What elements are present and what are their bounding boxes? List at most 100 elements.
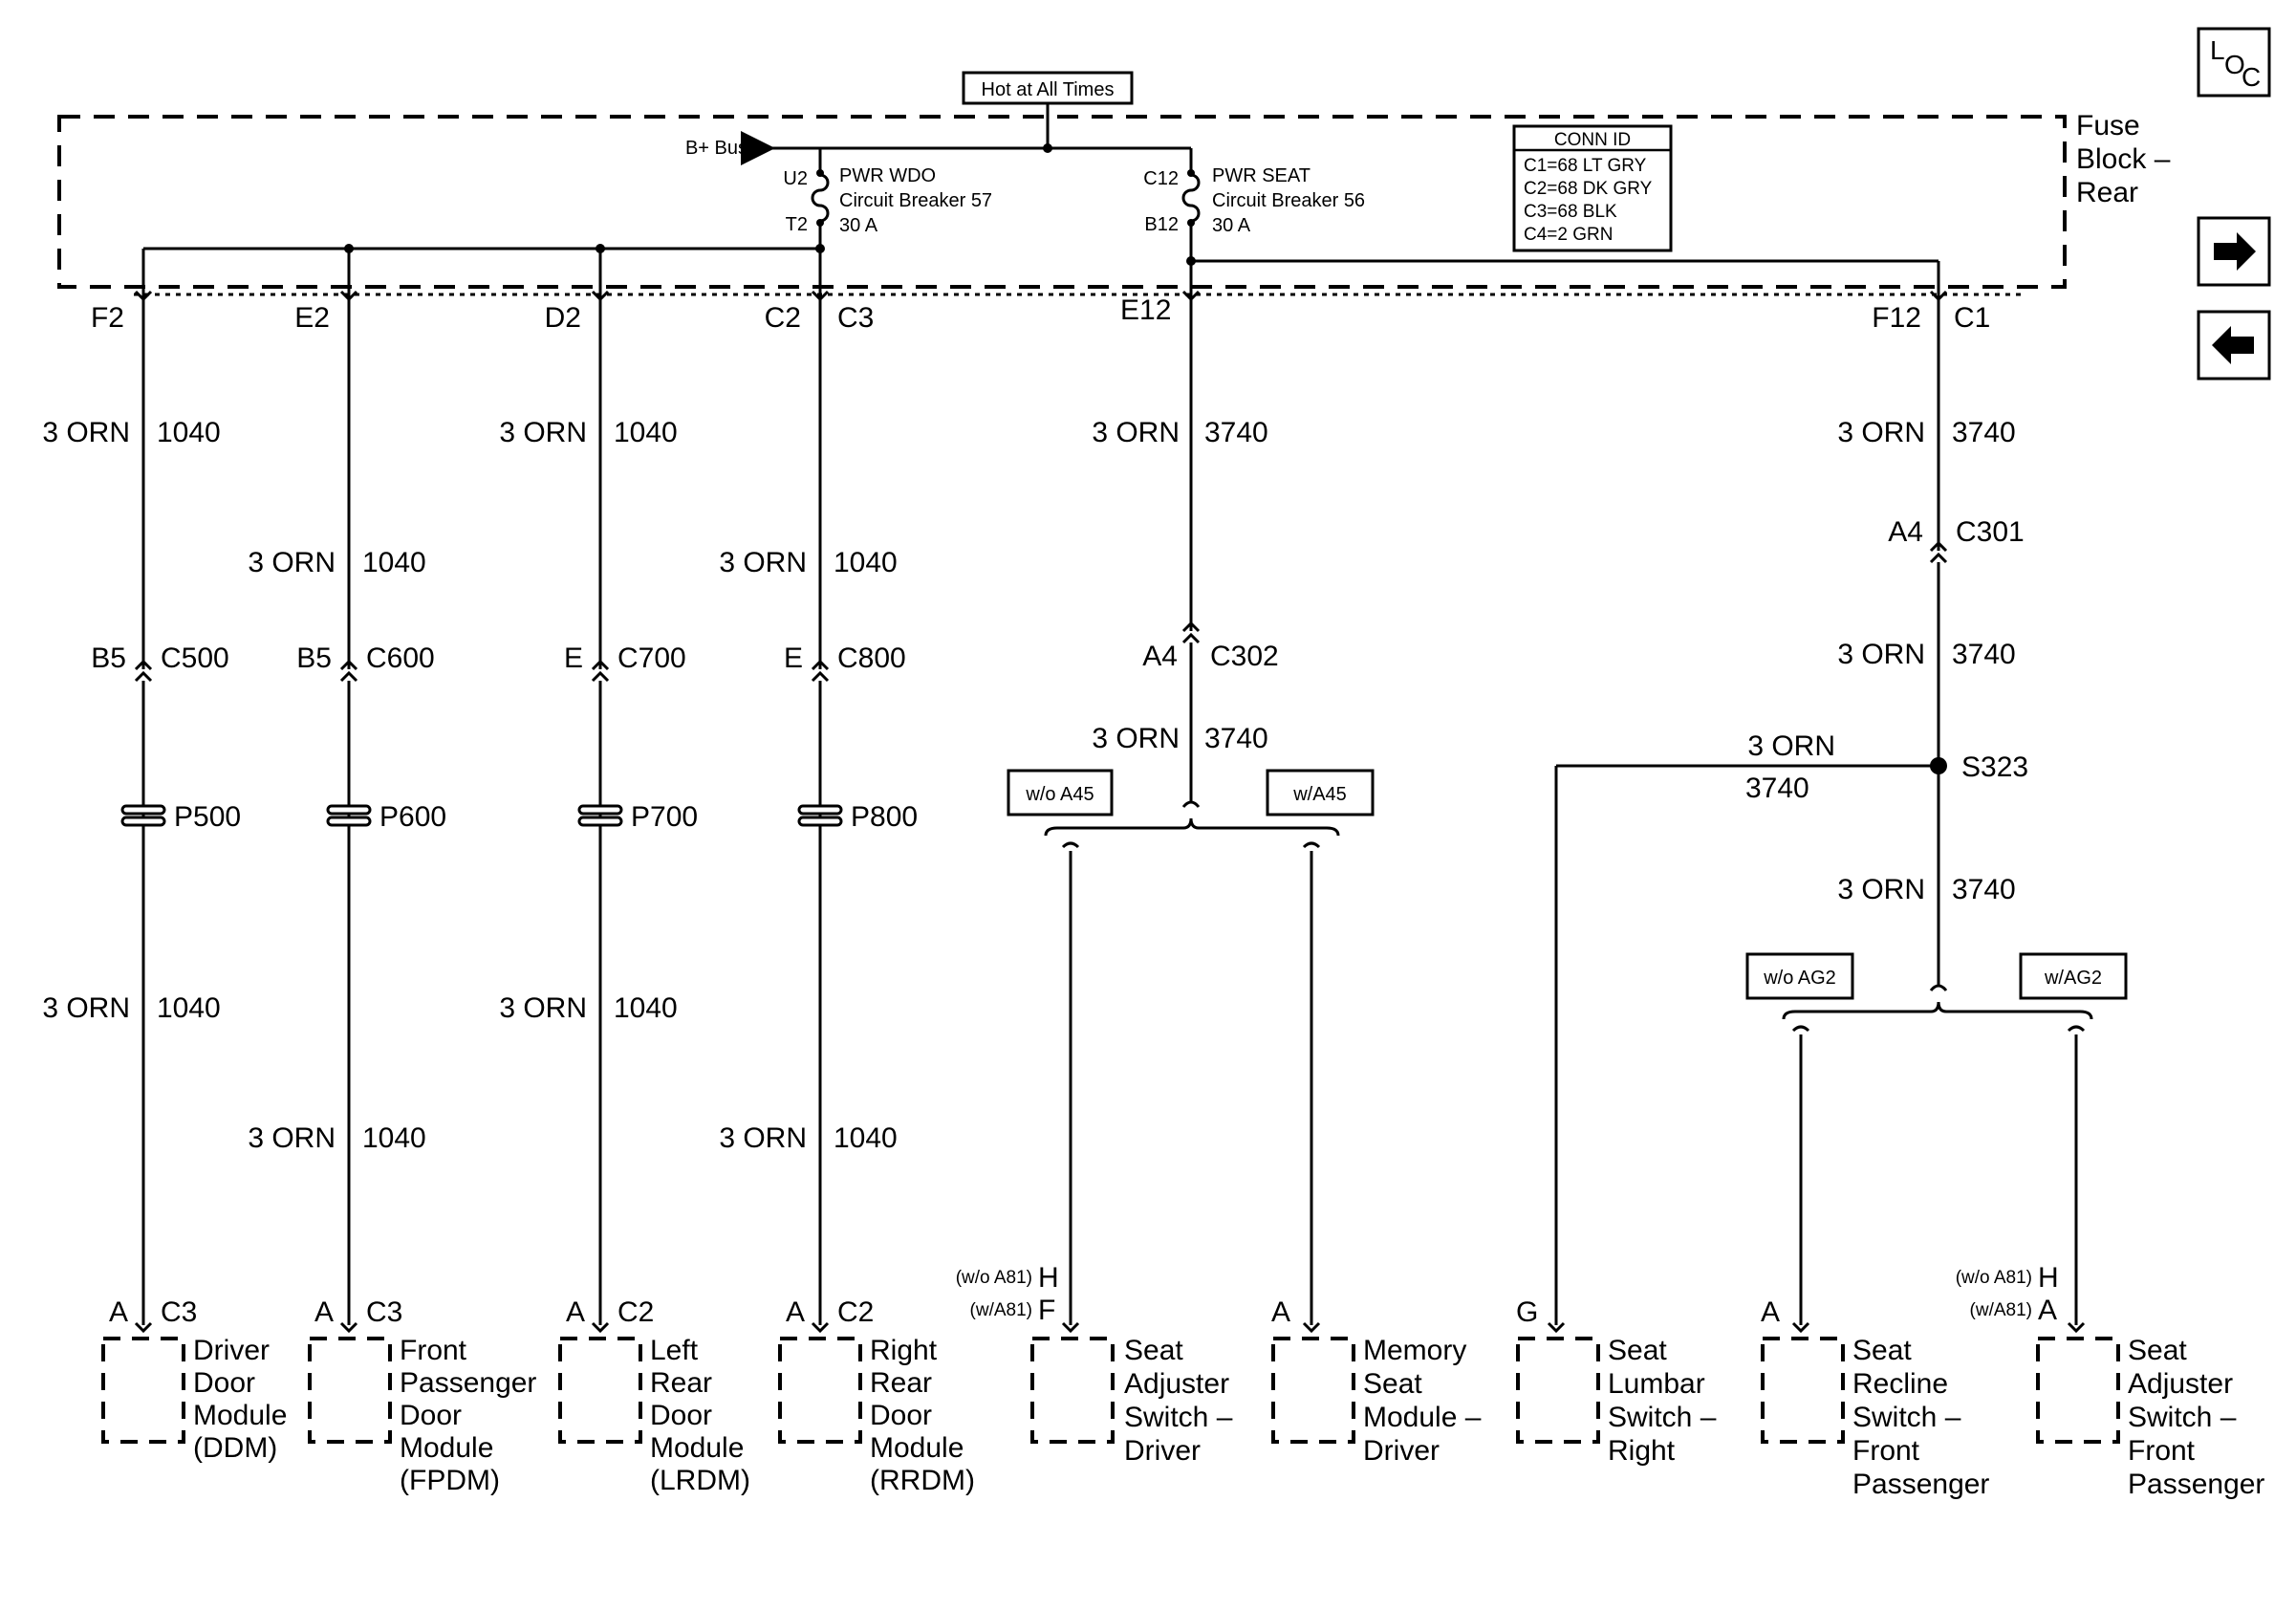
breaker57-rating: 30 A	[839, 215, 878, 236]
fuse-block-rear: Fuse Block – Rear	[57, 110, 2171, 296]
component-label: Adjuster	[1124, 1368, 1229, 1400]
pin-label: E2	[294, 302, 330, 334]
connector-pin: E	[784, 642, 803, 674]
door-module-component	[778, 1337, 862, 1444]
pigtail-symbol	[797, 816, 843, 827]
connector-symbol	[591, 659, 610, 683]
connector-pin: B5	[91, 642, 126, 674]
circuit-number: 3740	[1204, 417, 1268, 448]
circuit-number: 3740	[1952, 639, 2016, 670]
pigtail-symbol	[326, 816, 372, 827]
component-label: Module	[193, 1400, 287, 1431]
circuit-number: 1040	[362, 1122, 426, 1154]
door-module-component	[558, 1337, 642, 1444]
component-label: Passenger	[400, 1367, 536, 1399]
connector-symbol	[134, 659, 153, 683]
option-without-a45: w/o A45	[1025, 784, 1094, 805]
splice-label: S323	[1961, 751, 2028, 783]
option-with-ag2: w/AG2	[2044, 968, 2102, 989]
component-label: Door	[193, 1367, 255, 1399]
svg-text:L: L	[2210, 35, 2225, 65]
option-with-a45: w/A45	[1292, 784, 1347, 805]
wire-color-label: 3 ORN	[1092, 417, 1180, 448]
wire-color-label: 3 ORN	[1092, 723, 1180, 754]
hot-at-all-times-label: Hot at All Times	[962, 71, 1134, 105]
location-icon[interactable]: L O C	[2197, 27, 2271, 98]
component-label: Passenger	[1852, 1469, 1989, 1500]
wire-color-label: 3 ORN	[1837, 874, 1925, 905]
circuit-number: 3740	[1745, 773, 1809, 804]
terminal	[134, 1321, 153, 1334]
component-label: Driver	[1124, 1435, 1201, 1467]
pigtail-symbol	[577, 816, 623, 827]
svg-text:O: O	[2224, 50, 2245, 79]
terminal	[811, 1321, 830, 1334]
circuit-number: 1040	[157, 992, 221, 1024]
connector-pin: E	[564, 642, 583, 674]
component-label: Left	[650, 1335, 699, 1366]
connector-id: C600	[366, 642, 435, 674]
circuit-number: 1040	[614, 417, 678, 448]
connector-id: C800	[837, 642, 906, 674]
breaker56-desc: Circuit Breaker 56	[1212, 190, 1365, 211]
breaker56-name: PWR SEAT	[1212, 165, 1310, 186]
wire-color-label: 3 ORN	[499, 417, 587, 448]
connector-pin: B5	[296, 642, 332, 674]
connector-id: C301	[1956, 516, 2025, 548]
component-label: Lumbar	[1608, 1368, 1705, 1400]
wire-color-label: 3 ORN	[1837, 417, 1925, 448]
pin-label: F2	[91, 302, 124, 334]
pin-label: F12	[1872, 302, 1921, 334]
terminal	[339, 1321, 358, 1334]
wire-color-label: 3 ORN	[1837, 639, 1925, 670]
circuit-number: 1040	[362, 547, 426, 578]
arrow-left-icon[interactable]	[2197, 310, 2271, 381]
bplus-bus-label: B+ Bus	[685, 138, 747, 159]
circuit-number: 3740	[1952, 417, 2016, 448]
pin-letter: A	[1271, 1296, 1290, 1328]
option-without-ag2: w/o AG2	[1763, 968, 1836, 989]
component-label: Driver	[193, 1335, 270, 1366]
component-label: Door	[650, 1400, 712, 1431]
pin-letter: G	[1516, 1296, 1538, 1328]
component-label: Switch –	[1124, 1402, 1233, 1433]
option-without-a81: (w/o A81)	[1956, 1268, 2032, 1288]
fuse-block-label-1: Fuse	[2076, 110, 2140, 142]
pigtail-label: P500	[174, 801, 241, 833]
pigtail-label: P700	[631, 801, 698, 833]
component-label: Switch –	[1852, 1402, 1961, 1433]
option-without-a81: (w/o A81)	[956, 1268, 1032, 1288]
component-label: Adjuster	[2128, 1368, 2233, 1400]
breaker56-bottom-pin: B12	[1144, 214, 1179, 235]
component-label: Seat	[1852, 1335, 1912, 1366]
connector-id: C302	[1210, 641, 1279, 672]
connector-pin: A4	[1142, 641, 1178, 672]
connector-id: C500	[161, 642, 229, 674]
arrow-right-icon[interactable]	[2197, 216, 2271, 287]
conn-id-row: C2=68 DK GRY	[1524, 179, 1653, 199]
breaker57-bottom-pin: T2	[786, 214, 808, 235]
connector-id: C700	[617, 642, 686, 674]
pigtail-symbol	[326, 804, 372, 816]
component-label: (LRDM)	[650, 1465, 750, 1496]
passenger-seat-branch: F12 C1 3 ORN 3740 A4 C301 3 ORN 3740 S32…	[1516, 287, 2264, 1500]
component-label: Rear	[650, 1367, 712, 1399]
wire-color-label: 3 ORN	[42, 992, 130, 1024]
terminal	[591, 1321, 610, 1334]
component-label: Passenger	[2128, 1469, 2264, 1500]
pin-letter: H	[1038, 1262, 1059, 1294]
driver-seat-branch: E12 3 ORN 3740 A4 C302 3 ORN 3740 w/o A4…	[956, 287, 1482, 1467]
connector-id: C2	[617, 1296, 654, 1328]
circuit-breaker-57: U2 T2 PWR WDO Circuit Breaker 57 30 A	[783, 148, 992, 287]
pin-letter: H	[2038, 1262, 2059, 1294]
connector-id: C3	[366, 1296, 402, 1328]
wire-color-label: 3 ORN	[1747, 730, 1835, 762]
seat-adjuster-switch-front-passenger	[2036, 1337, 2120, 1444]
pin-letter: A	[314, 1296, 334, 1328]
component-label: Memory	[1363, 1335, 1466, 1366]
seat-adjuster-switch-driver	[1030, 1337, 1115, 1444]
component-label: Module –	[1363, 1402, 1482, 1433]
circuit-number: 1040	[614, 992, 678, 1024]
connector-symbol	[339, 659, 358, 683]
